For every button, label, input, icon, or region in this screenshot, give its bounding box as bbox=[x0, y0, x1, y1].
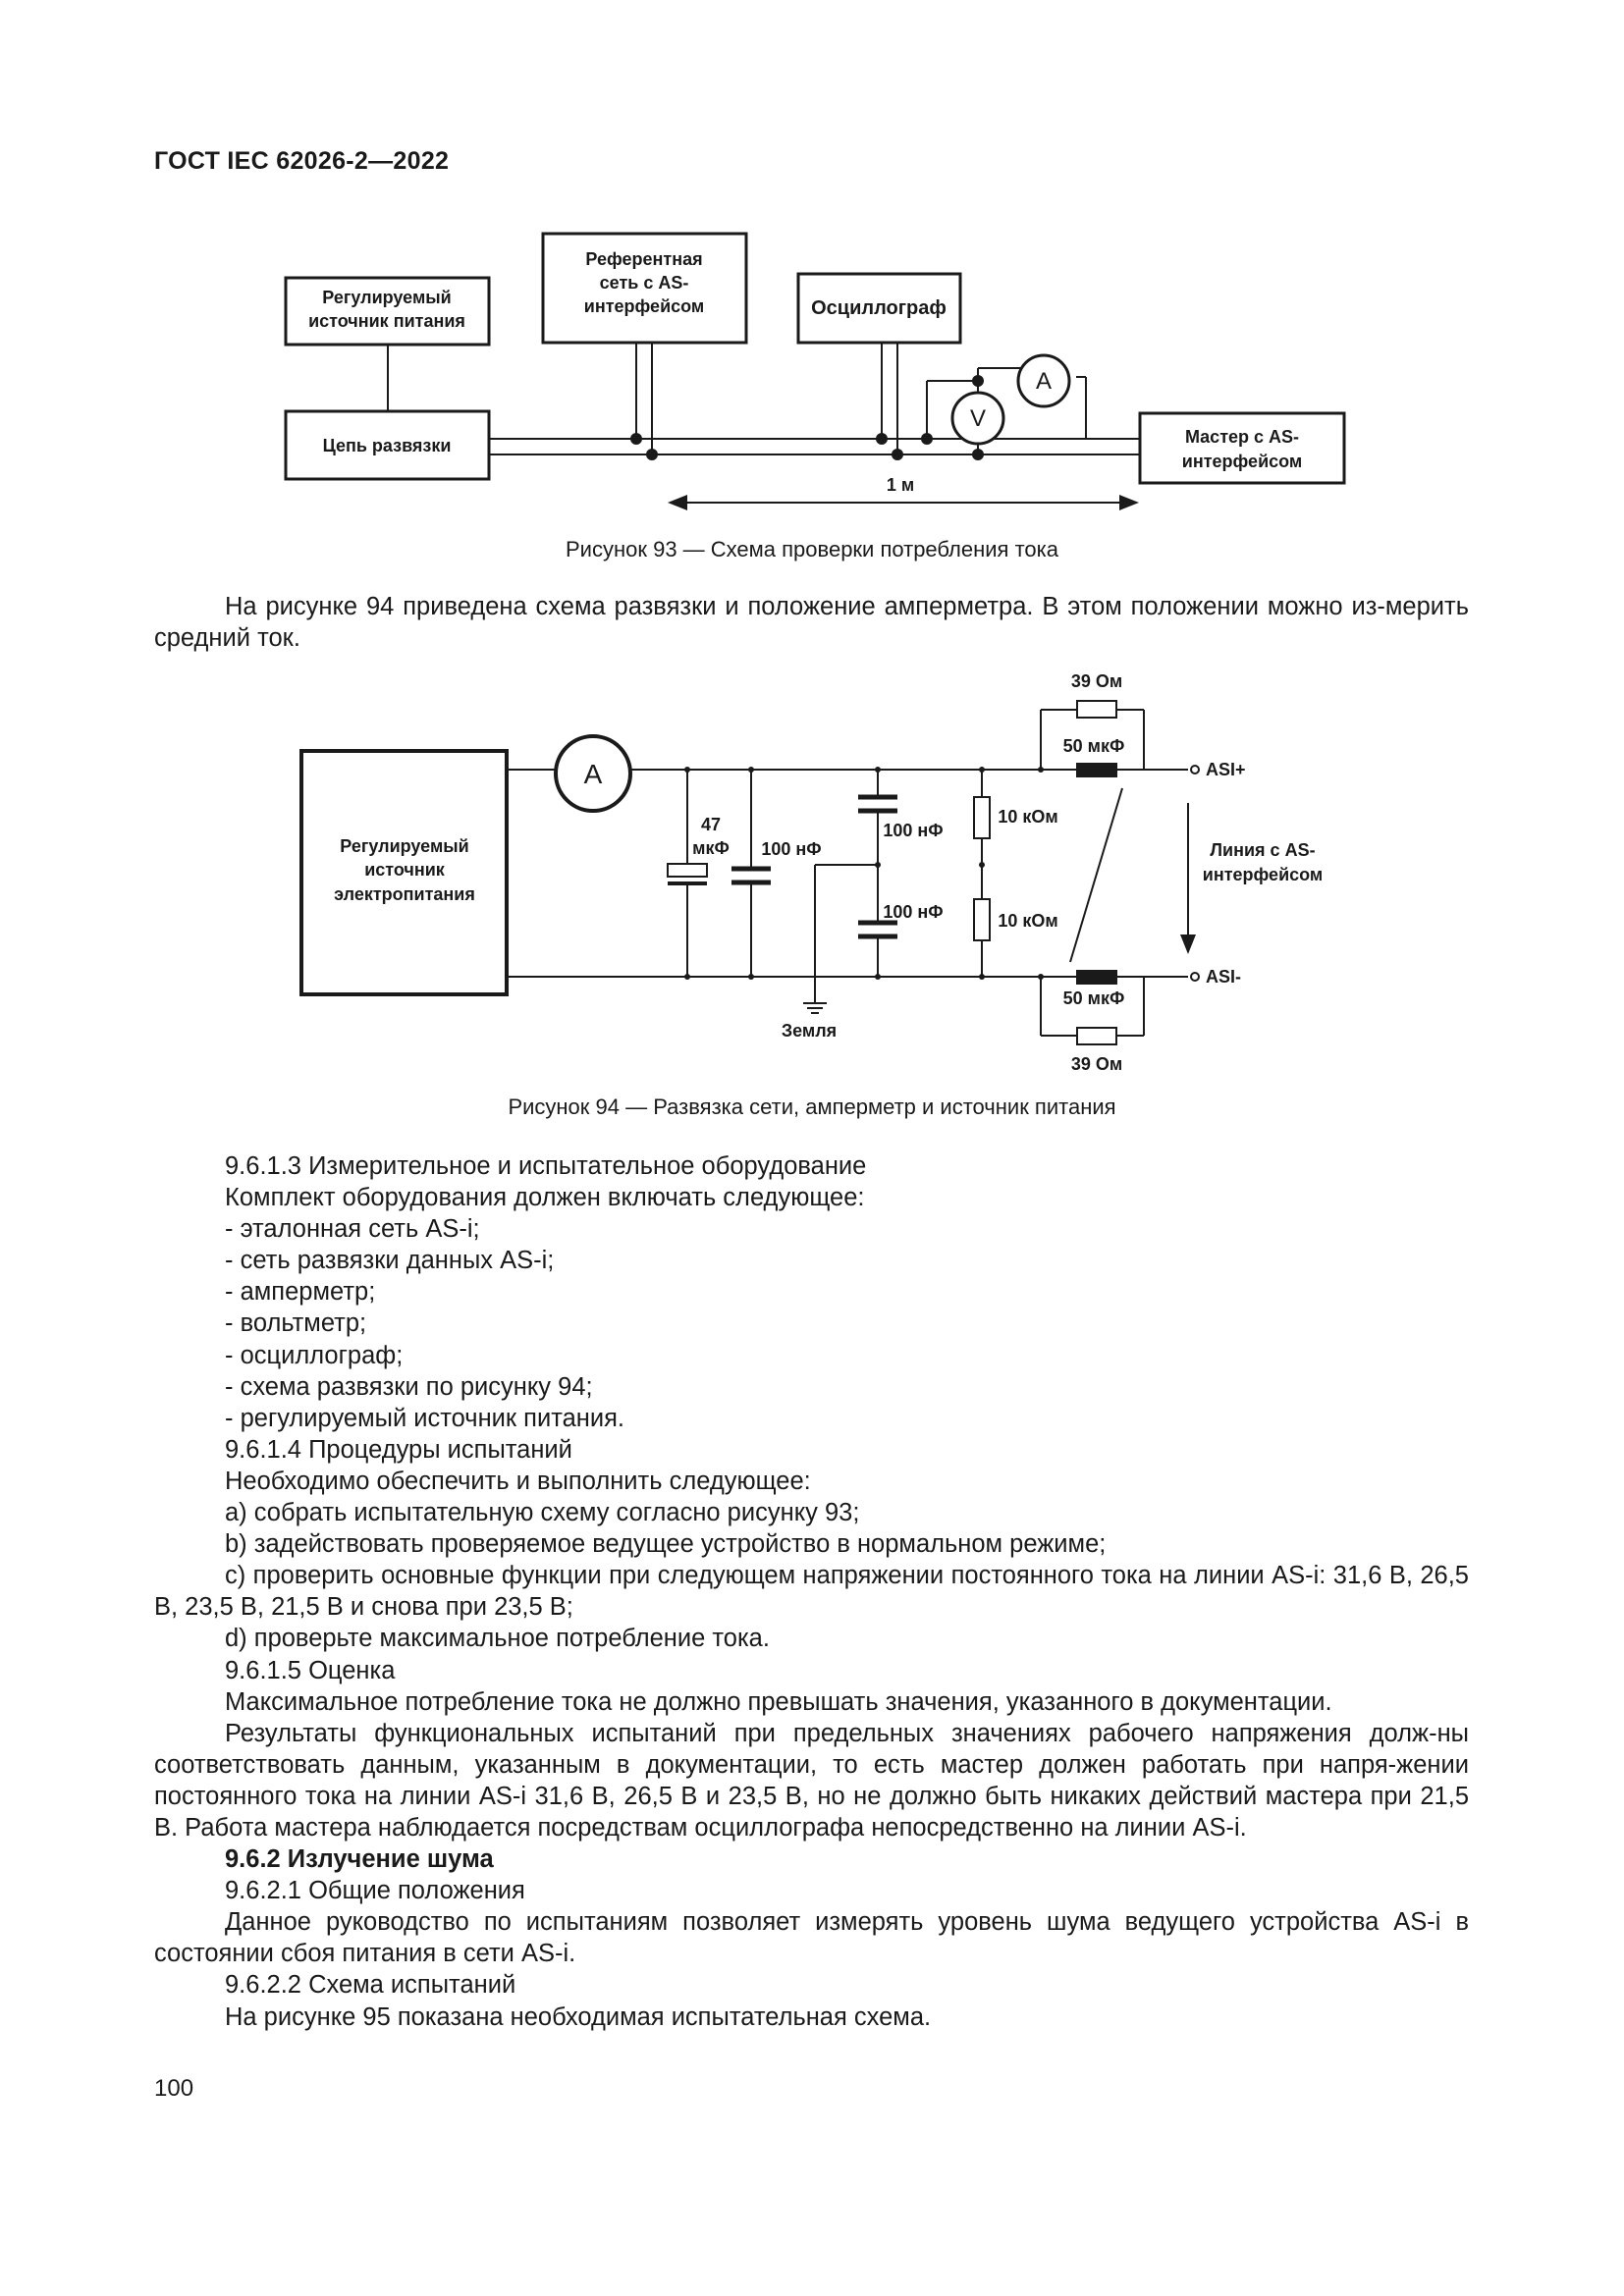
svg-text:V: V bbox=[970, 405, 986, 432]
svg-text:10 кОм: 10 кОм bbox=[998, 911, 1057, 931]
svg-text:39 Ом: 39 Ом bbox=[1071, 671, 1122, 691]
figure-93-diagram: Регулируемый источник питания Референтна… bbox=[284, 232, 1346, 510]
svg-text:100 нФ: 100 нФ bbox=[883, 902, 943, 922]
heading-9615: 9.6.1.5 Оценка bbox=[225, 1656, 396, 1684]
svg-text:Референтная: Референтная bbox=[585, 249, 702, 269]
svg-text:интерфейсом: интерфейсом bbox=[584, 296, 704, 316]
svg-text:интерфейсом: интерфейсом bbox=[1182, 452, 1302, 471]
page-number: 100 bbox=[154, 2075, 194, 2102]
page-header: ГОСТ IEC 62026-2—2022 bbox=[154, 147, 450, 175]
svg-text:ASI-: ASI- bbox=[1206, 967, 1241, 987]
svg-text:Регулируемый: Регулируемый bbox=[322, 288, 451, 307]
svg-text:интерфейсом: интерфейсом bbox=[1203, 865, 1323, 884]
list-item: - амперметр; bbox=[225, 1278, 376, 1307]
svg-text:сеть с AS-: сеть с AS- bbox=[600, 273, 689, 293]
main-text: 9.6.1.3 Измерительное и испытательное об… bbox=[154, 1152, 1469, 2031]
figure-94-diagram: Регулируемый источник электропитания A 4… bbox=[299, 671, 1323, 1074]
svg-text:Цепь развязки: Цепь развязки bbox=[323, 436, 452, 455]
svg-text:1 м: 1 м bbox=[887, 475, 914, 495]
list-item: - сеть развязки данных AS-i; bbox=[225, 1247, 555, 1275]
svg-text:100 нФ: 100 нФ bbox=[883, 821, 943, 840]
svg-text:10 кОм: 10 кОм bbox=[998, 807, 1057, 827]
list-item: - осциллограф; bbox=[225, 1341, 404, 1369]
svg-text:Осциллограф: Осциллограф bbox=[811, 297, 947, 319]
svg-text:мкФ: мкФ bbox=[692, 838, 730, 858]
heading-962: 9.6.2 Излучение шума bbox=[225, 1845, 494, 1874]
voltmeter-icon bbox=[950, 391, 1005, 446]
svg-text:электропитания: электропитания bbox=[334, 884, 475, 904]
svg-text:Земля: Земля bbox=[782, 1021, 837, 1041]
list-item: - регулируемый источник питания. bbox=[225, 1404, 624, 1432]
svg-text:Мастер с AS-: Мастер с AS- bbox=[1185, 427, 1299, 447]
oscilloscope-block bbox=[796, 272, 962, 345]
heading-9613: 9.6.1.3 Измерительное и испытательное об… bbox=[225, 1152, 867, 1180]
ammeter-icon bbox=[1016, 353, 1071, 408]
reference-net-block bbox=[541, 232, 748, 345]
svg-text:50 мкФ: 50 мкФ bbox=[1063, 988, 1125, 1008]
list-item: - схема развязки по рисунку 94; bbox=[225, 1372, 593, 1401]
svg-text:A: A bbox=[1036, 368, 1052, 395]
heading-9614: 9.6.1.4 Процедуры испытаний bbox=[225, 1435, 572, 1464]
figure-93-caption: Рисунок 93 — Схема проверки потребления … bbox=[566, 537, 1058, 561]
svg-text:Линия с AS-: Линия с AS- bbox=[1210, 840, 1315, 860]
svg-text:39 Ом: 39 Ом bbox=[1071, 1054, 1122, 1074]
svg-text:Регулируемый: Регулируемый bbox=[340, 836, 468, 856]
svg-text:источник: источник bbox=[364, 860, 446, 880]
svg-text:50 мкФ: 50 мкФ bbox=[1063, 736, 1125, 756]
supply-block bbox=[299, 749, 509, 996]
svg-text:A: A bbox=[584, 759, 603, 789]
svg-text:ASI+: ASI+ bbox=[1206, 760, 1246, 779]
ammeter-icon bbox=[554, 734, 632, 813]
list-item: - эталонная сеть AS-i; bbox=[225, 1215, 480, 1244]
svg-text:источник питания: источник питания bbox=[308, 311, 465, 331]
figure-94-caption: Рисунок 94 — Развязка сети, амперметр и … bbox=[508, 1095, 1116, 1119]
intro-paragraph: На рисунке 94 приведена схема развязки и… bbox=[154, 593, 1469, 653]
svg-text:47: 47 bbox=[701, 815, 721, 834]
master-block bbox=[1138, 411, 1346, 485]
svg-text:100 нФ: 100 нФ bbox=[761, 839, 821, 859]
list-item: - вольтметр; bbox=[225, 1309, 367, 1338]
